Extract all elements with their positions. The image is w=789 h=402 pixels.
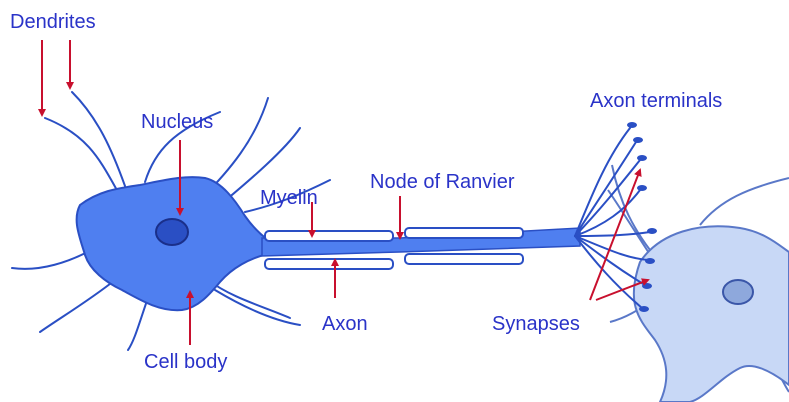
- nucleus-label: Nucleus: [141, 112, 213, 132]
- axon-terminal: [637, 155, 647, 161]
- axon-terminal: [642, 283, 652, 289]
- synapses-label: Synapses: [492, 314, 580, 334]
- axon-terminal: [633, 137, 643, 143]
- axon-terminal: [627, 122, 637, 128]
- myelin-sheath: [405, 254, 523, 264]
- myelin-sheath: [405, 228, 523, 238]
- axon-terminal: [639, 306, 649, 312]
- axon-terminals-label: Axon terminals: [590, 91, 722, 111]
- target-nucleus: [723, 280, 753, 304]
- target-neuron: [608, 165, 789, 402]
- dendrites-label: Dendrites: [10, 12, 96, 32]
- axon-terminal: [637, 185, 647, 191]
- nucleus: [156, 219, 188, 245]
- myelin-label: Myelin: [260, 188, 318, 208]
- axon-label: Axon: [322, 314, 368, 334]
- myelin-sheath: [265, 259, 393, 269]
- cell-body-label: Cell body: [144, 352, 227, 372]
- myelin-sheath: [265, 231, 393, 241]
- axon-terminal-branches: [575, 128, 650, 308]
- axon-terminal: [645, 258, 655, 264]
- target-cell-body: [634, 226, 789, 402]
- axon-terminal: [647, 228, 657, 234]
- node-of-ranvier-label: Node of Ranvier: [370, 172, 515, 192]
